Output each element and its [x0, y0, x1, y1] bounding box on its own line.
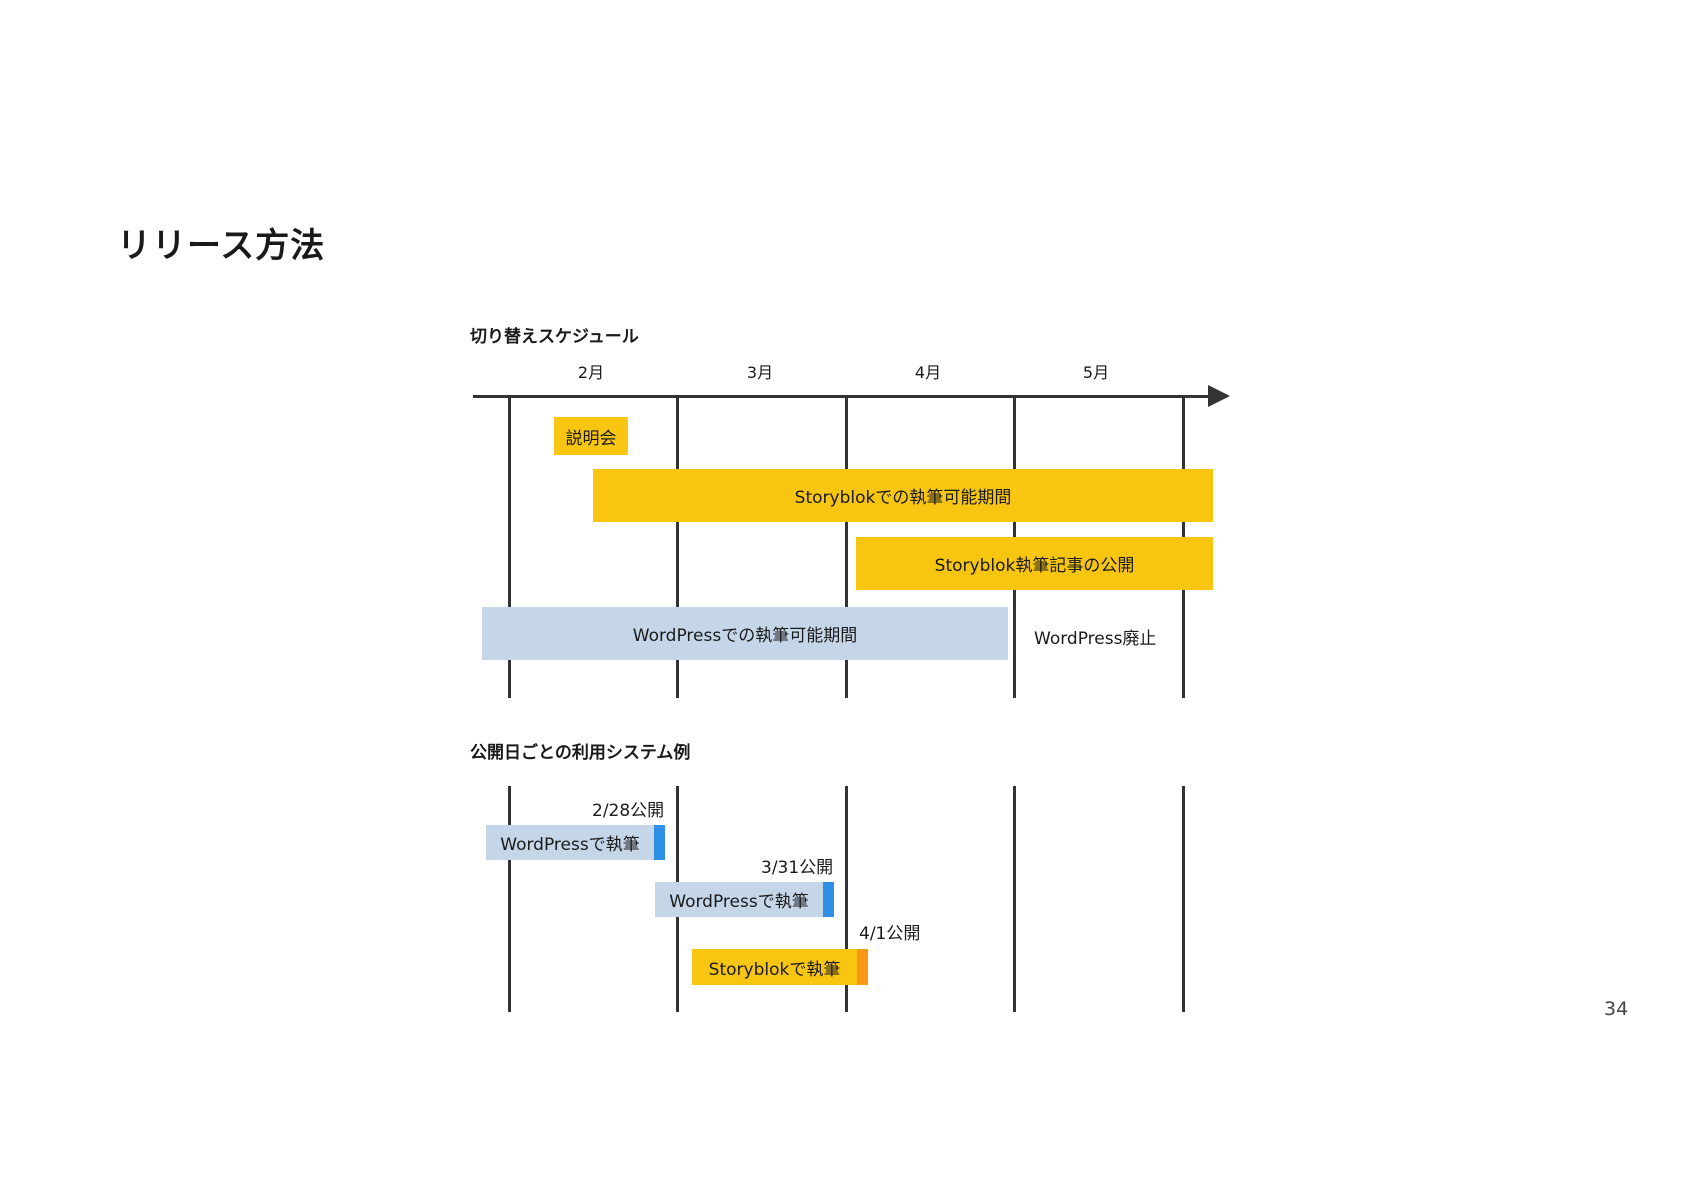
example-date-label: 4/1公開: [859, 924, 921, 944]
timeline-axis: [473, 395, 1211, 398]
example-writing-bar-label: WordPressで執筆: [669, 892, 809, 912]
page-number: 34: [1604, 998, 1629, 1020]
wordpress-writing-period-bar: WordPressでの執筆可能期間: [482, 607, 1008, 660]
example-writing-bar: WordPressで執筆: [655, 882, 834, 917]
schedule-divider: [508, 396, 511, 698]
wordpress-retirement-label: WordPress廃止: [1034, 629, 1157, 649]
publish-marker: [823, 882, 834, 917]
example-date-label: 3/31公開: [761, 858, 834, 878]
storyblok-publish-bar: Storyblok執筆記事の公開: [856, 537, 1213, 590]
month-label-feb: 2月: [577, 363, 605, 382]
examples-title: 公開日ごとの利用システム例: [470, 743, 691, 763]
example-writing-bar-label: Storyblokで執筆: [708, 959, 841, 980]
storyblok-writing-period-bar: Storyblokでの執筆可能期間: [593, 469, 1213, 522]
briefing-bar-label: 説明会: [565, 428, 617, 449]
wordpress-writing-period-label: WordPressでの執筆可能期間: [632, 626, 858, 646]
example-writing-bar: Storyblokで執筆: [692, 949, 868, 985]
publish-marker: [857, 949, 868, 985]
schedule-divider: [676, 396, 679, 698]
month-label-apr: 4月: [914, 363, 942, 382]
month-label-mar: 3月: [746, 363, 774, 382]
example-divider: [508, 786, 511, 1012]
timeline-arrow-icon: [1208, 385, 1230, 407]
month-label-may: 5月: [1082, 363, 1110, 382]
storyblok-writing-period-label: Storyblokでの執筆可能期間: [794, 488, 1012, 508]
schedule-divider: [845, 396, 848, 698]
storyblok-publish-label: Storyblok執筆記事の公開: [934, 556, 1135, 576]
example-writing-bar: WordPressで執筆: [486, 825, 665, 860]
example-writing-bar-label: WordPressで執筆: [500, 835, 640, 855]
example-divider: [1013, 786, 1016, 1012]
example-date-label: 2/28公開: [592, 801, 665, 821]
example-divider: [845, 786, 848, 1012]
example-divider: [1182, 786, 1185, 1012]
publish-marker: [654, 825, 665, 860]
briefing-bar: 説明会: [554, 417, 628, 455]
slide-title: リリース方法: [117, 226, 326, 266]
schedule-title: 切り替えスケジュール: [470, 327, 639, 347]
